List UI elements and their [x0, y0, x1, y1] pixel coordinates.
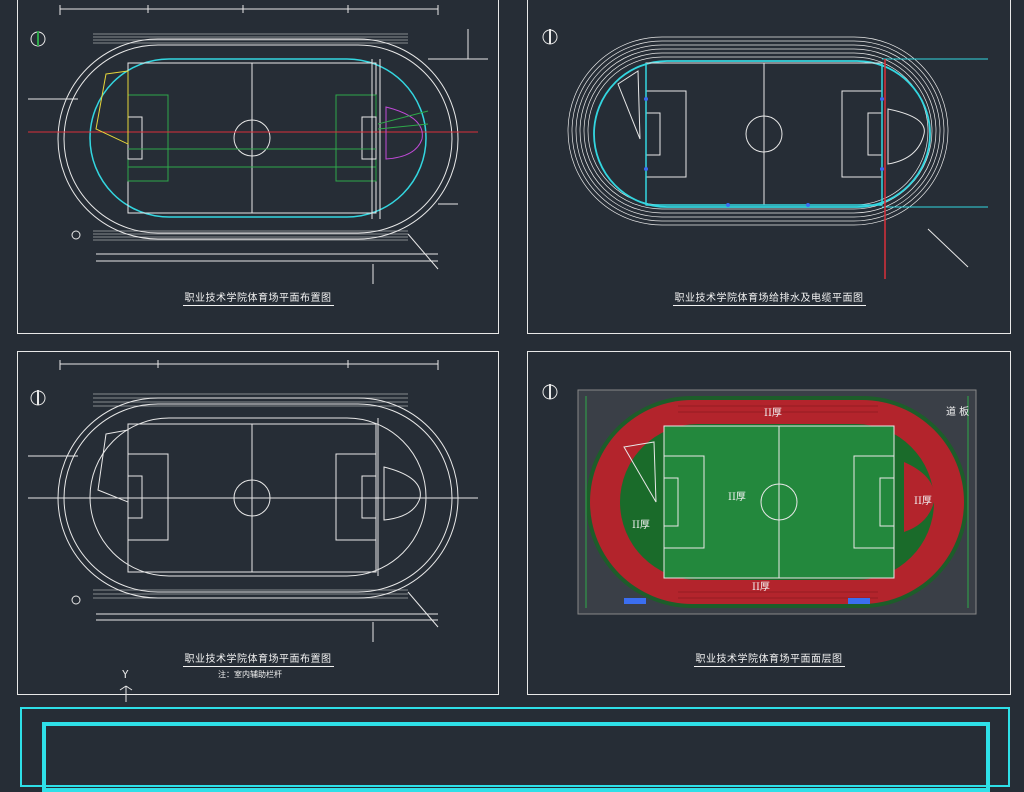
panel-surface-plan: II厚 道 板 II厚 II厚 II厚 II厚 职业技术学院体育场平面面层图	[527, 351, 1011, 695]
label-field: II厚	[728, 492, 746, 503]
label-corner: 道 板	[946, 407, 970, 418]
label-bottom-track: II厚	[752, 582, 770, 593]
sheet-title-layout-plan: 职业技术学院体育场平面布置图	[182, 654, 334, 667]
panel-drainage-power: 职业技术学院体育场给排水及电缆平面图	[527, 0, 1011, 334]
track-drawing-2	[542, 29, 988, 279]
label-top-track: II厚	[764, 408, 782, 419]
layout-plan-note: 注：室内辅助栏杆	[218, 670, 282, 679]
panel-layout-general: 职业技术学院体育场平面布置图	[17, 0, 499, 334]
surface-drawing	[542, 384, 977, 615]
axis-y-label: Y	[122, 668, 129, 681]
bottom-frame-inner	[42, 722, 990, 792]
sheet-title-drainage-power: 职业技术学院体育场给排水及电缆平面图	[672, 293, 866, 306]
panel-layout-plan: 职业技术学院体育场平面布置图 注：室内辅助栏杆	[17, 351, 499, 695]
sheet-title-surface-plan: 职业技术学院体育场平面面层图	[693, 654, 845, 667]
track-drawing-3	[28, 360, 478, 642]
track-drawing-1	[28, 5, 488, 284]
sheet-title-layout-general: 职业技术学院体育场平面布置图	[182, 293, 334, 306]
label-right-d: II厚	[914, 496, 932, 507]
label-left-d: II厚	[632, 520, 650, 531]
